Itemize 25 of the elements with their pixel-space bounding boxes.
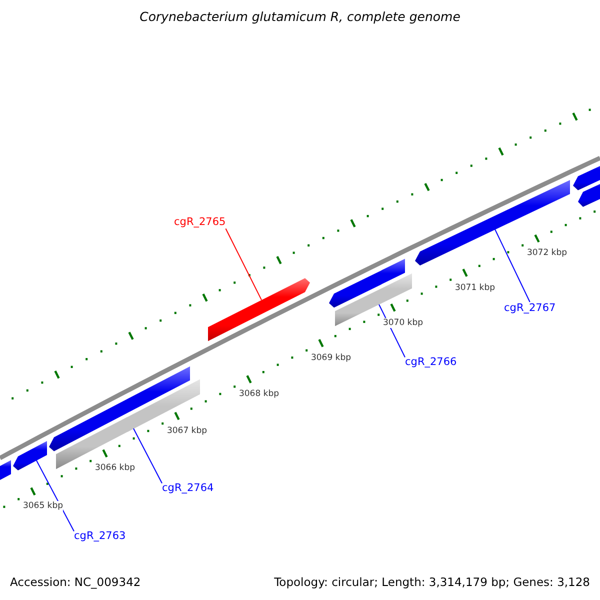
gene-label: cgR_2767 bbox=[504, 302, 556, 315]
gene-label: cgR_2766 bbox=[405, 356, 457, 369]
gene-bar bbox=[0, 460, 11, 483]
leader-line bbox=[494, 228, 530, 302]
scale-label: 3070 kbp bbox=[382, 318, 424, 328]
scale-label: 3065 kbp bbox=[22, 501, 64, 512]
gene-label: cgR_2765 bbox=[174, 216, 226, 229]
scale-label: 3071 kbp bbox=[454, 282, 496, 293]
leader-line bbox=[225, 228, 262, 300]
gene-label: cgR_2763 bbox=[74, 530, 126, 543]
scale-label: 3072 kbp bbox=[526, 248, 568, 259]
scale-label: 3067 kbp bbox=[166, 426, 208, 436]
footer-text: Accession: NC_009342 bbox=[10, 576, 141, 590]
leader-line bbox=[36, 460, 74, 532]
scale-label: 3069 kbp bbox=[310, 353, 352, 364]
gene-bar bbox=[329, 258, 405, 308]
scale-label: 3066 kbp bbox=[94, 463, 136, 474]
gene-bar bbox=[415, 180, 570, 266]
footer-text: Topology: circular; Length: 3,314,179 bp; Genes: 3,128 bbox=[274, 576, 590, 590]
gene-bar bbox=[13, 440, 47, 470]
gene-bar bbox=[208, 278, 310, 342]
gene-bar bbox=[49, 366, 190, 452]
scale-label: 3068 kbp bbox=[238, 389, 280, 400]
gene-label: cgR_2764 bbox=[162, 482, 214, 495]
title: Corynebacterium glutamicum R, complete genome bbox=[138, 9, 462, 24]
